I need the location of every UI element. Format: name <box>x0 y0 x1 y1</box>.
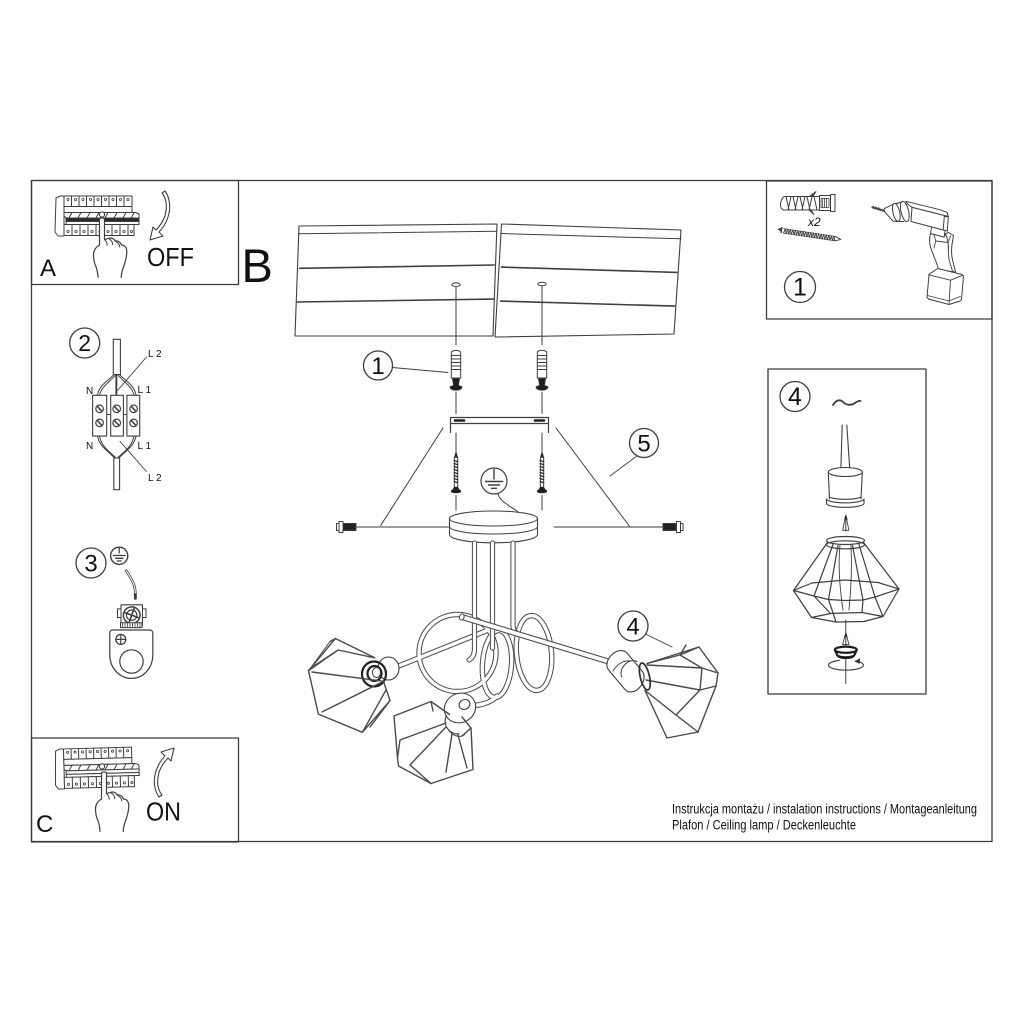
svg-text:N: N <box>86 441 93 452</box>
svg-text:OFF: OFF <box>147 242 194 272</box>
svg-text:B: B <box>242 239 273 292</box>
svg-text:Plafon / Ceiling lamp / Decken: Plafon / Ceiling lamp / Deckenleuchte <box>672 818 856 833</box>
svg-text:L 1: L 1 <box>138 441 152 452</box>
svg-text:A: A <box>40 255 56 282</box>
svg-text:Instrukcja montażu / instalati: Instrukcja montażu / instalation instruc… <box>672 802 977 817</box>
svg-text:3: 3 <box>84 551 97 578</box>
svg-text:x2: x2 <box>807 215 821 229</box>
svg-text:L 2: L 2 <box>148 473 162 484</box>
svg-text:2: 2 <box>78 330 91 356</box>
svg-text:1: 1 <box>371 353 384 380</box>
svg-text:L 1: L 1 <box>138 385 152 396</box>
svg-text:ON: ON <box>146 797 181 827</box>
svg-text:4: 4 <box>626 614 639 641</box>
svg-text:L 2: L 2 <box>148 349 162 360</box>
svg-text:N: N <box>86 386 93 397</box>
svg-text:4: 4 <box>788 383 802 411</box>
svg-text:C: C <box>36 811 53 838</box>
svg-text:1: 1 <box>793 274 807 302</box>
svg-text:5: 5 <box>637 431 650 458</box>
